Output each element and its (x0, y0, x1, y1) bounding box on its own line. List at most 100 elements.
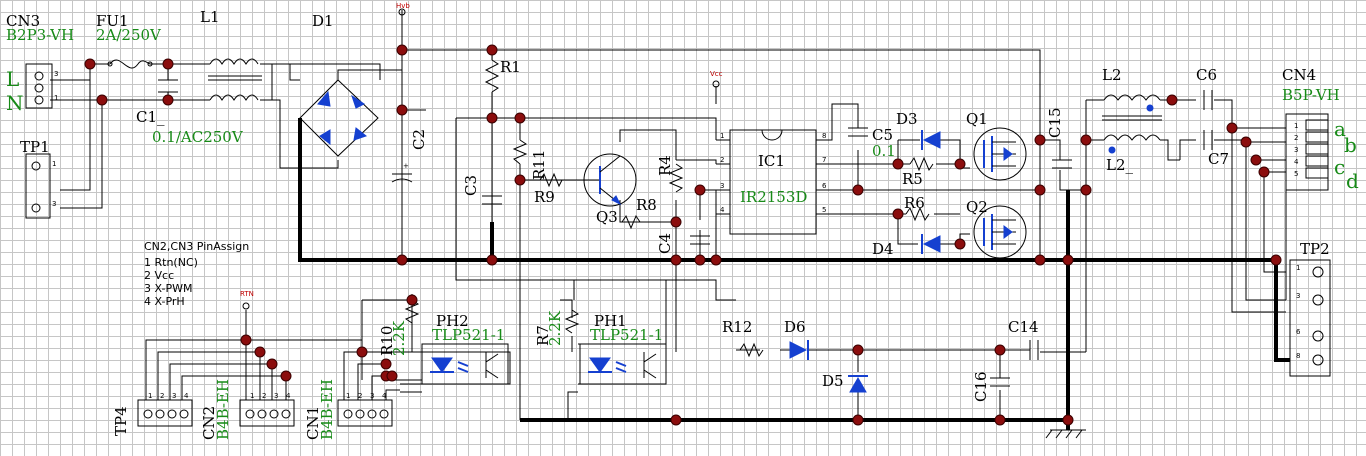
pin-number: 3 (1296, 292, 1300, 300)
r11-label: R11 (530, 150, 548, 180)
l1-label: L1 (200, 8, 220, 26)
cn1-value: B4B-EH (318, 379, 336, 440)
out-a-label: a (1334, 117, 1346, 141)
pin-number: 5 (822, 206, 826, 214)
pin-number: 3 (370, 392, 374, 400)
cn4-label: CN4 (1282, 66, 1316, 84)
pin-number: 8 (822, 132, 826, 140)
c5-capacitor (848, 127, 868, 137)
cn3-label: CN3 (6, 12, 40, 30)
r8-label: R8 (636, 196, 657, 214)
c6-capacitor (1203, 90, 1213, 110)
tp2-label: TP2 (1300, 240, 1330, 258)
c1-value: 0.1/AC250V (152, 128, 244, 146)
c16-capacitor (990, 377, 1010, 387)
c5-label: C5 (872, 126, 893, 144)
r10-resistor (404, 299, 420, 324)
d3-diode (921, 130, 941, 150)
ph1-optocoupler (579, 343, 667, 385)
r4-resistor (668, 163, 684, 193)
c1-label: C1_ (136, 108, 165, 126)
ground-bus (298, 118, 1290, 430)
svg-text:+: + (403, 162, 409, 170)
ic1-value: IR2153D (740, 188, 807, 206)
r9-resistor (539, 172, 580, 188)
vcc-label: Vcc (710, 70, 723, 78)
pin-number: 1 (52, 160, 56, 168)
r9-label: R9 (534, 188, 555, 206)
pin-number: 4 (286, 392, 291, 400)
r12-label: R12 (722, 318, 752, 336)
junctions (84, 44, 1282, 426)
pin-assign-line: 3 X-PWM (144, 282, 192, 295)
pin-number: 1 (1296, 264, 1300, 272)
pin-number: 8 (1296, 352, 1300, 360)
rtn-label: RTN (240, 290, 254, 298)
fu1-label: FU1 (96, 12, 129, 30)
c1-capacitor (158, 79, 178, 93)
pin-number: 1 (250, 392, 254, 400)
cn4-connector (1285, 113, 1329, 191)
ph1-value: TLP521-1 (590, 326, 663, 344)
r10-label: R10 (378, 326, 396, 356)
cn3-connector (25, 63, 53, 109)
rtn-marker (242, 302, 250, 310)
c14-capacitor (1029, 340, 1039, 360)
pin-number: 3 (52, 200, 56, 208)
r7-resistor (564, 309, 580, 334)
tp2-connector (1289, 259, 1331, 377)
tp4-label: TP4 (112, 406, 130, 436)
q1-label: Q1 (966, 110, 988, 128)
r7-label: R7 (534, 325, 552, 346)
fu1-fuse (109, 59, 151, 69)
pin-assign-note: CN2,CN3 PinAssign 1 Rtn(NC) 2 Vcc 3 X-PW… (144, 240, 249, 308)
line-l-label: L (6, 67, 19, 91)
pin-number: 2 (1294, 134, 1298, 142)
pin-number: 3 (720, 182, 724, 190)
pin-number: 1 (346, 392, 350, 400)
ground-symbol (1045, 429, 1086, 439)
pin-number: 4 (1294, 158, 1299, 166)
r1-label: R1 (500, 58, 521, 76)
q3-transistor (580, 153, 637, 207)
r4-label: R4 (656, 155, 674, 176)
pin-number: 3 (172, 392, 176, 400)
l2b-label: L2_ (1106, 156, 1134, 174)
pin-number: 4 (184, 392, 189, 400)
pin-number: 3 (1294, 146, 1298, 154)
c3-label: C3 (462, 175, 480, 196)
d1-bridge-rectifier (299, 79, 379, 157)
pin-assign-line: 1 Rtn(NC) (144, 256, 198, 269)
q1-mosfet (973, 127, 1027, 181)
d4-diode (921, 234, 941, 254)
l2-label: L2 (1102, 66, 1122, 84)
q3-label: Q3 (596, 208, 618, 226)
pin-number: 6 (822, 182, 827, 190)
ph2-label: PH2 (436, 312, 469, 330)
pin-number: 3 (274, 392, 278, 400)
wires (50, 10, 1287, 420)
c2-label: C2 (410, 129, 428, 150)
pin-assign-heading: CN2,CN3 PinAssign (144, 240, 249, 253)
r6-resistor (905, 206, 930, 222)
r12-resistor (739, 342, 764, 358)
d3-label: D3 (896, 110, 918, 128)
tp1-connector (25, 153, 51, 219)
c4-label: C4 (656, 233, 674, 254)
r10-value: 2.2K (390, 320, 408, 356)
c2-capacitor: + (391, 162, 413, 183)
c7-capacitor (1203, 130, 1213, 150)
ph1-label: PH1 (594, 312, 627, 330)
c3-capacitor (482, 195, 502, 205)
d5-label: D5 (822, 372, 844, 390)
cn2-label: CN2 (200, 406, 218, 440)
c14-label: C14 (1008, 318, 1039, 336)
cn4-value: B5P-VH (1282, 86, 1340, 104)
ic1-chip (729, 129, 817, 235)
cn1-connector (337, 399, 393, 427)
d5-diode (848, 375, 868, 393)
pin-number: 1 (148, 392, 152, 400)
pin-number: 3 (54, 70, 58, 78)
